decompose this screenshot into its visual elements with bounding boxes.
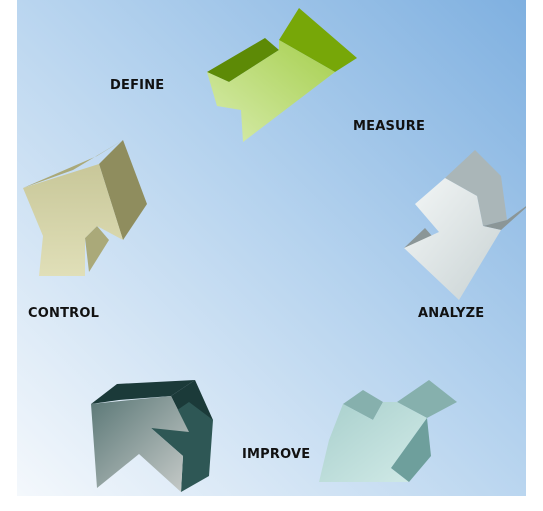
- label-measure: MEASURE: [353, 119, 426, 134]
- arrow-improve-to-control: [91, 380, 213, 492]
- arrow-measure-to-analyze: [404, 150, 526, 300]
- label-analyze: ANALYZE: [418, 306, 485, 321]
- arrow-analyze-to-improve: [319, 380, 457, 482]
- diagram-canvas: DEFINE MEASURE ANALYZE IMPROVE CONTROL: [17, 0, 526, 496]
- label-control: CONTROL: [28, 306, 100, 321]
- label-improve: IMPROVE: [242, 447, 311, 462]
- arrow-define-to-measure: [207, 8, 357, 142]
- arrow-control-to-define: [23, 140, 147, 276]
- label-define: DEFINE: [110, 78, 165, 93]
